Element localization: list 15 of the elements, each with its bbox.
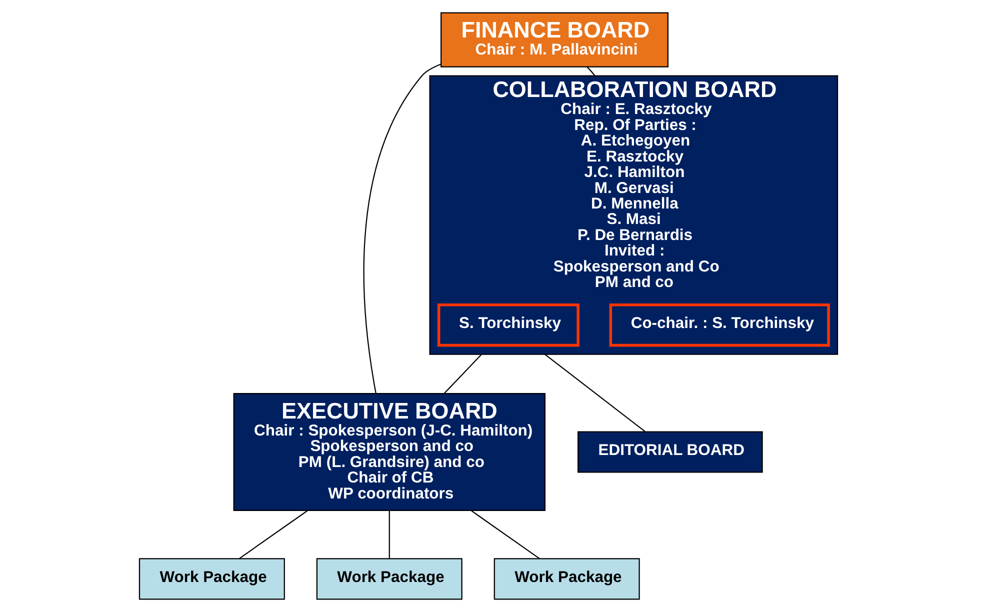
node-box: EDITORIAL BOARD [577, 431, 762, 473]
node-box: Work Package [493, 558, 640, 600]
connector [388, 510, 390, 559]
connector [443, 354, 482, 394]
node-box: EXECUTIVE BOARD Chair : Spokesperson (J-C. Hamilton) Spokesperson and co PM (L. Grandsire) and co Chair of CB WP coordinators [232, 393, 545, 511]
connector [544, 354, 645, 432]
node-box: FINANCE BOARD Chair : M. Pallavincini [440, 12, 668, 68]
node-box: Co-chair. : S. Torchinsky [608, 303, 830, 347]
node-box: Work Package [138, 558, 284, 600]
connector [238, 510, 308, 560]
node-box: Work Package [316, 558, 462, 600]
connector [586, 66, 595, 76]
connector [470, 510, 540, 560]
node-box: S. Torchinsky [436, 303, 579, 347]
connector [362, 64, 441, 394]
